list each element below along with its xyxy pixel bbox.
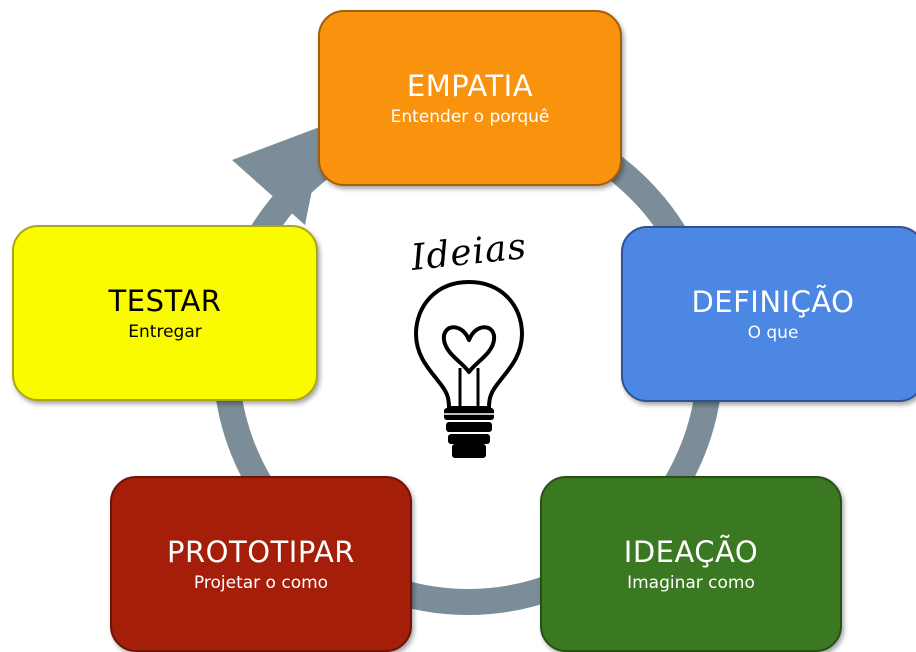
stage-prototipar-subtitle: Projetar o como [193,573,329,593]
stage-ideacao-subtitle: Imaginar como [627,573,755,593]
stage-prototipar: PROTOTIPAR Projetar o como [110,476,412,652]
stage-definicao-title: DEFINIÇÃO [691,285,855,319]
stage-prototipar-title: PROTOTIPAR [167,535,355,569]
lightbulb-heart-icon [414,280,524,458]
stage-definicao-subtitle: O que [747,323,799,343]
center-logo: Ideias [394,222,544,462]
stage-empatia-subtitle: Entender o porquê [390,107,550,127]
stage-definicao: DEFINIÇÃO O que [621,226,916,402]
stage-empatia-title: EMPATIA [406,69,534,103]
stage-testar-subtitle: Entregar [128,322,202,342]
stage-ideacao-title: IDEAÇÃO [623,535,759,569]
stage-testar-title: TESTAR [108,284,222,318]
stage-ideacao: IDEAÇÃO Imaginar como [540,476,842,652]
stage-empatia: EMPATIA Entender o porquê [318,10,622,186]
stage-testar: TESTAR Entregar [12,225,318,401]
